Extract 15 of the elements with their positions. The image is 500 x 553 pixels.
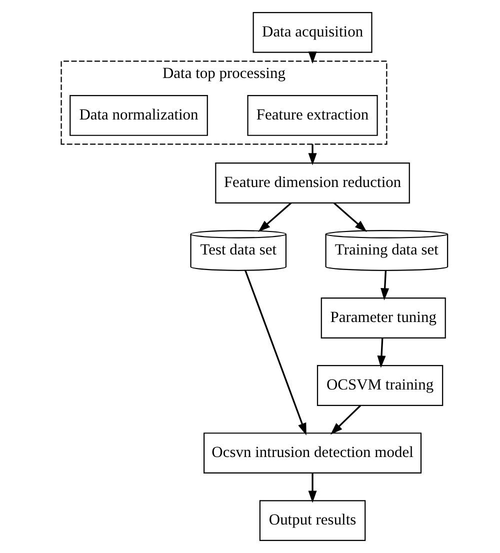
- arrow: [258, 202, 292, 232]
- arrow: [308, 144, 317, 166]
- node-box: OCSVM training: [316, 365, 444, 406]
- arrow: [308, 473, 317, 503]
- node-box: Parameter tuning: [320, 298, 446, 338]
- arrow: [333, 202, 367, 232]
- arrow: [330, 404, 362, 435]
- arrow: [244, 270, 306, 436]
- node-box: Data normalization: [70, 94, 208, 136]
- node-box: Feature extraction: [247, 94, 378, 136]
- node-box: Ocsvn intrusion detection model: [204, 432, 422, 474]
- arrow: [380, 270, 390, 300]
- arrow: [377, 338, 386, 368]
- node-box: Feature dimension reduction: [215, 162, 410, 204]
- node-box: Output results: [259, 500, 366, 542]
